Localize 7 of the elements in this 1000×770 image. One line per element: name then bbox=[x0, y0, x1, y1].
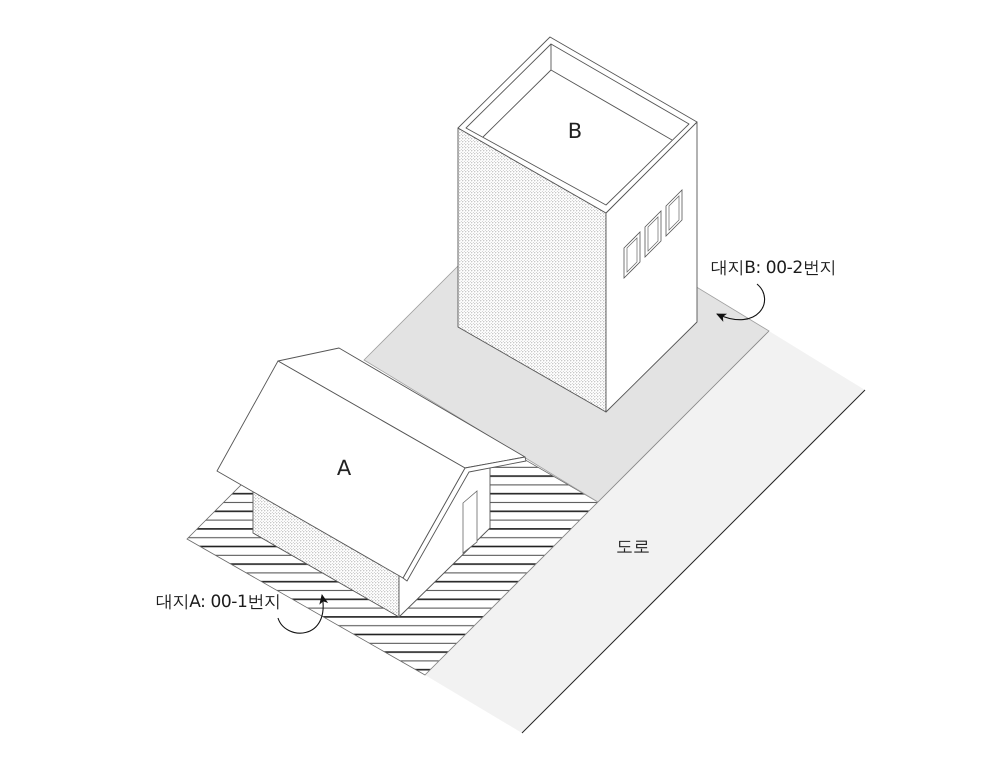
road-label: 도로 bbox=[616, 538, 650, 558]
lot-label: 대지B: 00-2번지 bbox=[711, 258, 836, 278]
house-label: A bbox=[336, 456, 352, 480]
building-label: B bbox=[568, 118, 582, 144]
curved-leader-arrow bbox=[278, 594, 328, 634]
lot-label: 대지A: 00-1번지 bbox=[156, 592, 281, 612]
curved-leader-arrow bbox=[716, 284, 766, 322]
